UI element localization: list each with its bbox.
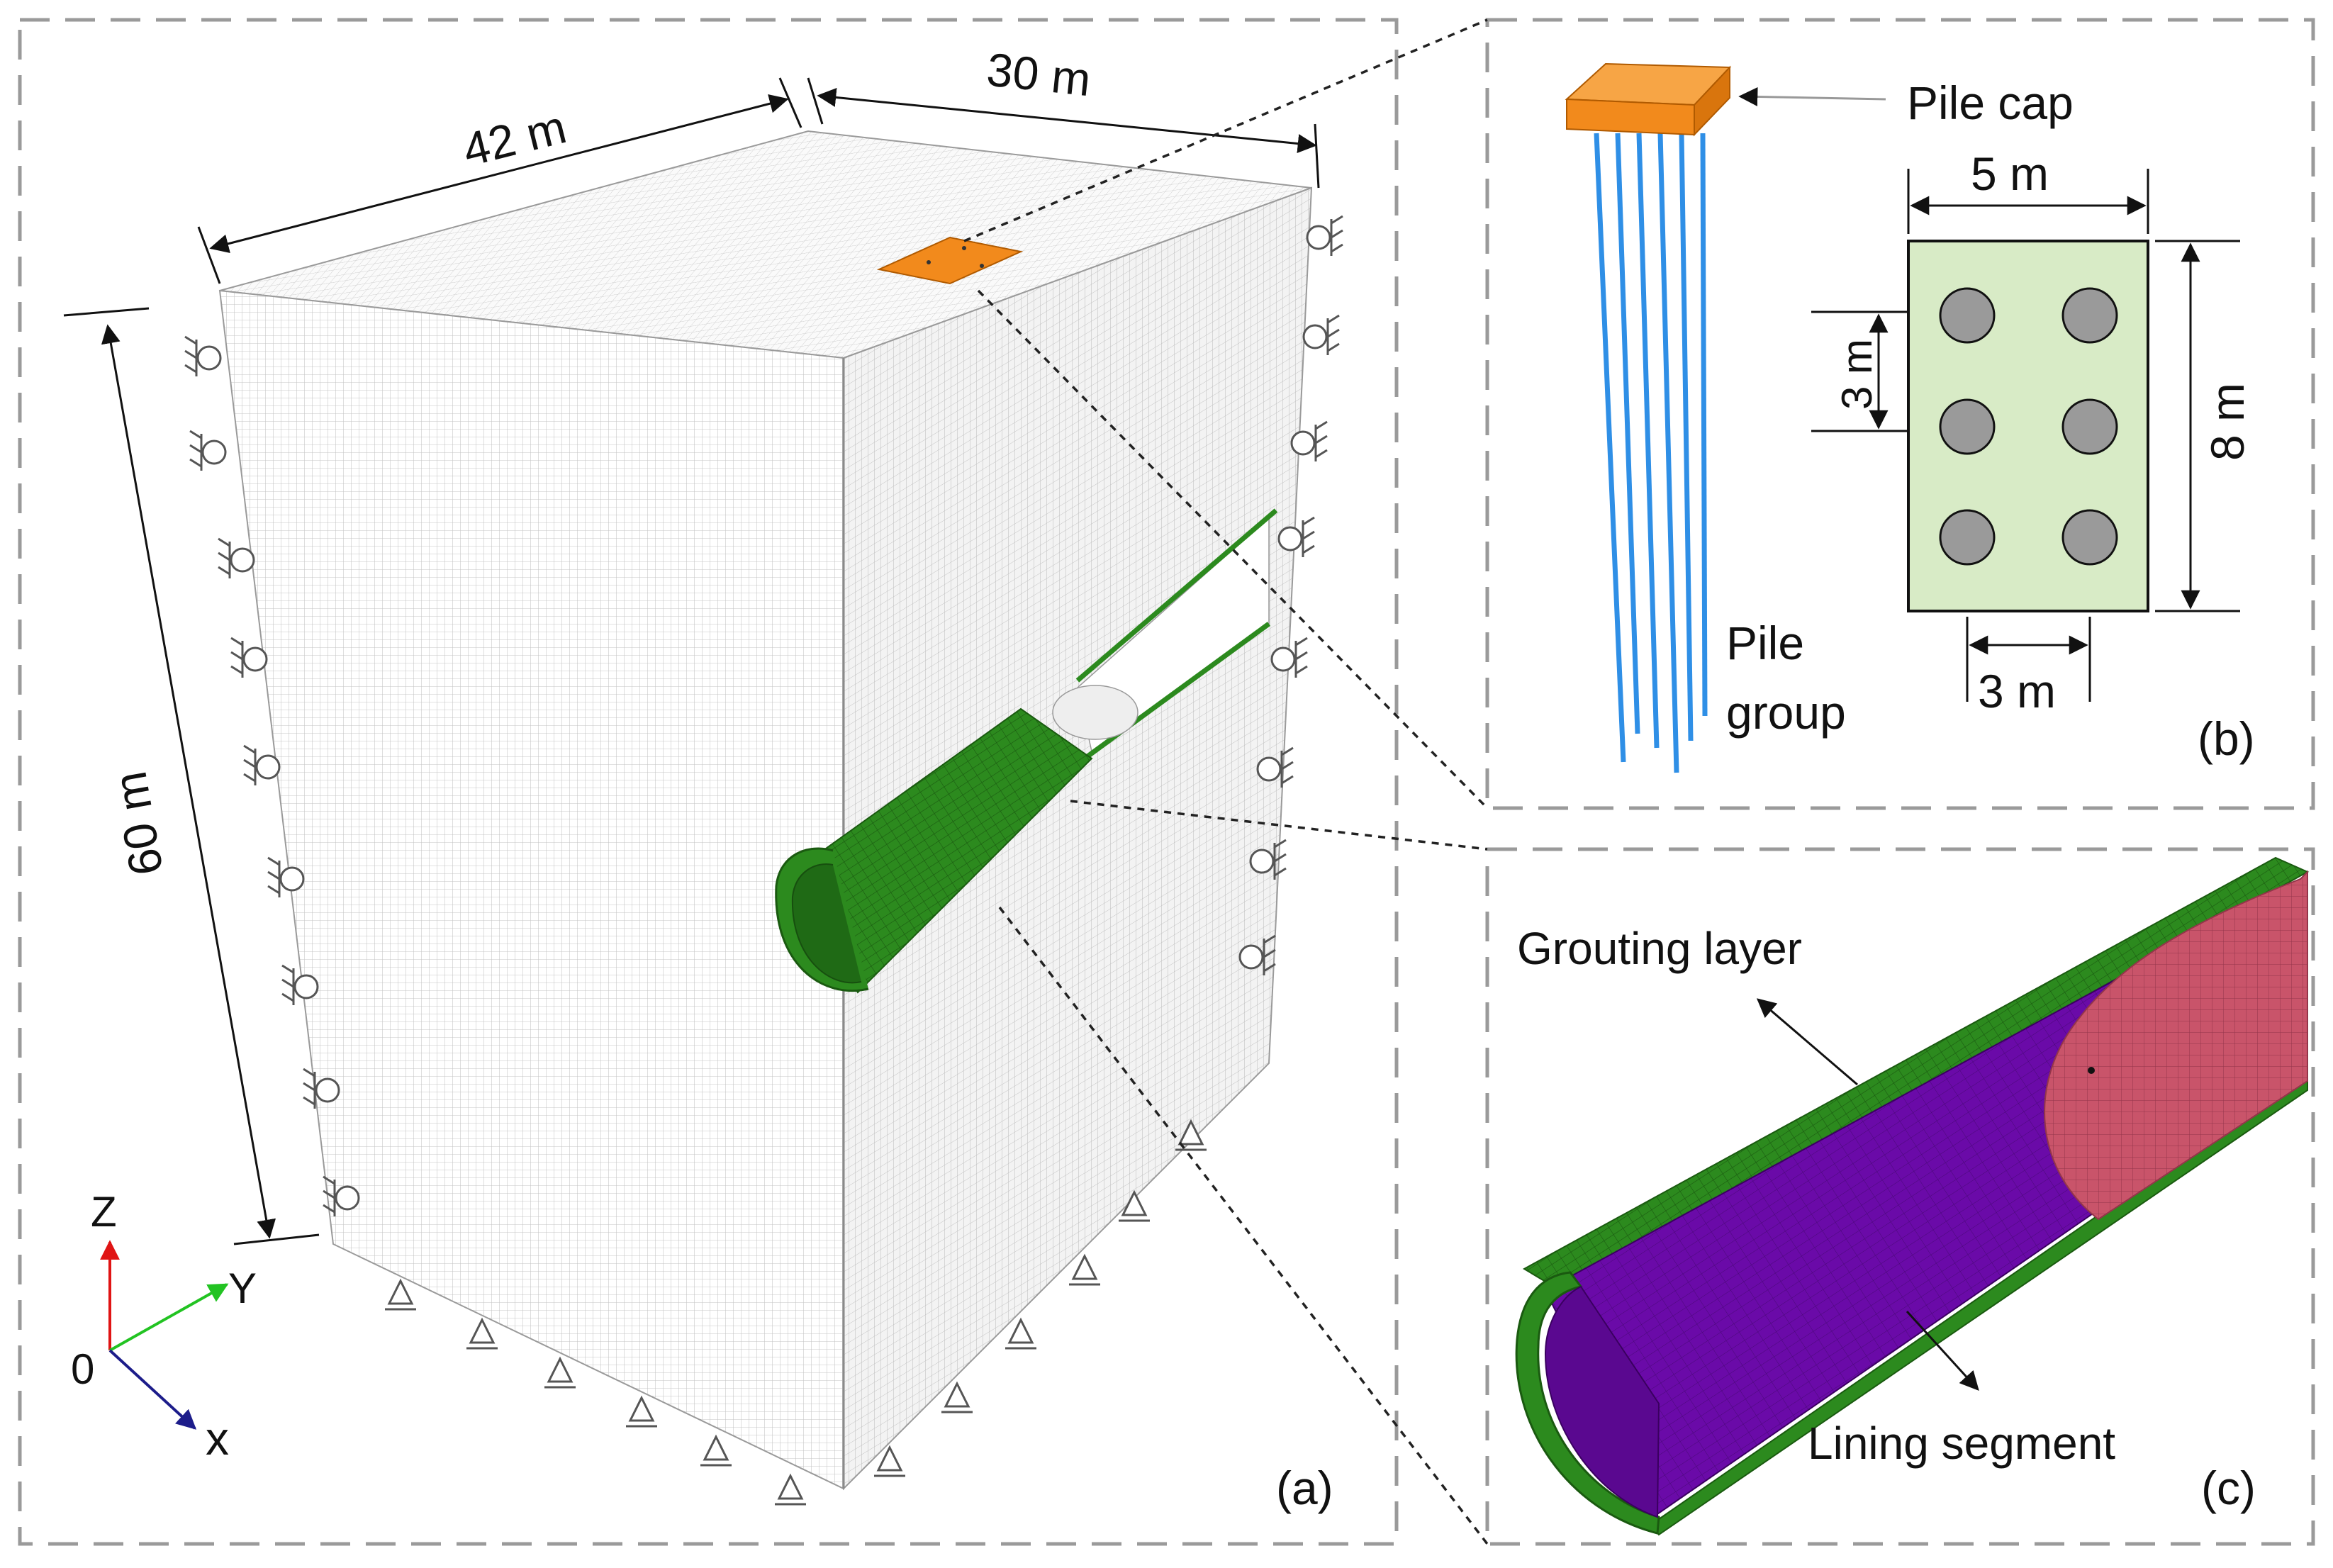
- panel-b-label: (b): [2198, 712, 2255, 765]
- bottom-boundary-supports: [385, 1119, 1207, 1506]
- dim-label-60m: 60 m: [103, 768, 172, 879]
- soil-block-front-face: [218, 289, 844, 1490]
- dim-label-3m-vertical: 3 m: [1833, 339, 1881, 410]
- axis-label-x: x: [206, 1412, 229, 1465]
- dimension-lines-a: [63, 77, 1320, 1245]
- dim-label-5m: 5 m: [1971, 147, 2049, 200]
- lining-segment-label: Lining segment: [1808, 1418, 2115, 1469]
- dimension-lines-b: [1811, 169, 2240, 702]
- tunnel-in-block: [775, 508, 1278, 994]
- tunnel-face: [2044, 870, 2308, 1221]
- pile-cap-pointer: [1738, 86, 1886, 106]
- pile-cap-3d: [1565, 62, 1732, 137]
- axis-label-y: Y: [228, 1265, 257, 1312]
- panel-b-border: [1485, 18, 2315, 810]
- axis-label-z: Z: [91, 1188, 117, 1236]
- pile-cap-in-model: [876, 236, 1024, 285]
- panel-a-label: (a): [1276, 1462, 1333, 1514]
- right-boundary-supports: [1238, 215, 1343, 975]
- pile-group-label-line1: Pile: [1726, 617, 1804, 669]
- dim-label-3m-horizontal: 3 m: [1978, 665, 2056, 717]
- y-axis-arrow: [109, 1283, 229, 1352]
- pile-plan-circles: [1939, 287, 2118, 566]
- connector-lines: [963, 18, 1489, 1545]
- dim-label-30m: 30 m: [985, 43, 1094, 106]
- tunnel-section: [1515, 856, 2310, 1536]
- dim-label-8m: 8 m: [2201, 383, 2254, 461]
- grouting-layer-label: Grouting layer: [1517, 923, 1802, 974]
- x-axis-arrow: [108, 1349, 197, 1430]
- axis-origin-label: 0: [71, 1345, 94, 1393]
- axis-triad: [100, 1240, 229, 1430]
- panel-c-label: (c): [2201, 1462, 2256, 1514]
- panel-c-border: [1485, 847, 2315, 1546]
- grouting-layer-pointer: [1756, 998, 1858, 1086]
- soil-block: [218, 130, 1313, 1491]
- pile-cap-label: Pile cap: [1907, 77, 2074, 129]
- dim-label-42m: 42 m: [457, 100, 571, 176]
- pile-group-label-line2: group: [1726, 686, 1846, 739]
- lining-segment-pointer: [1906, 1310, 1979, 1391]
- panel-a-border: [18, 18, 1399, 1546]
- pile-group: [1594, 133, 1708, 773]
